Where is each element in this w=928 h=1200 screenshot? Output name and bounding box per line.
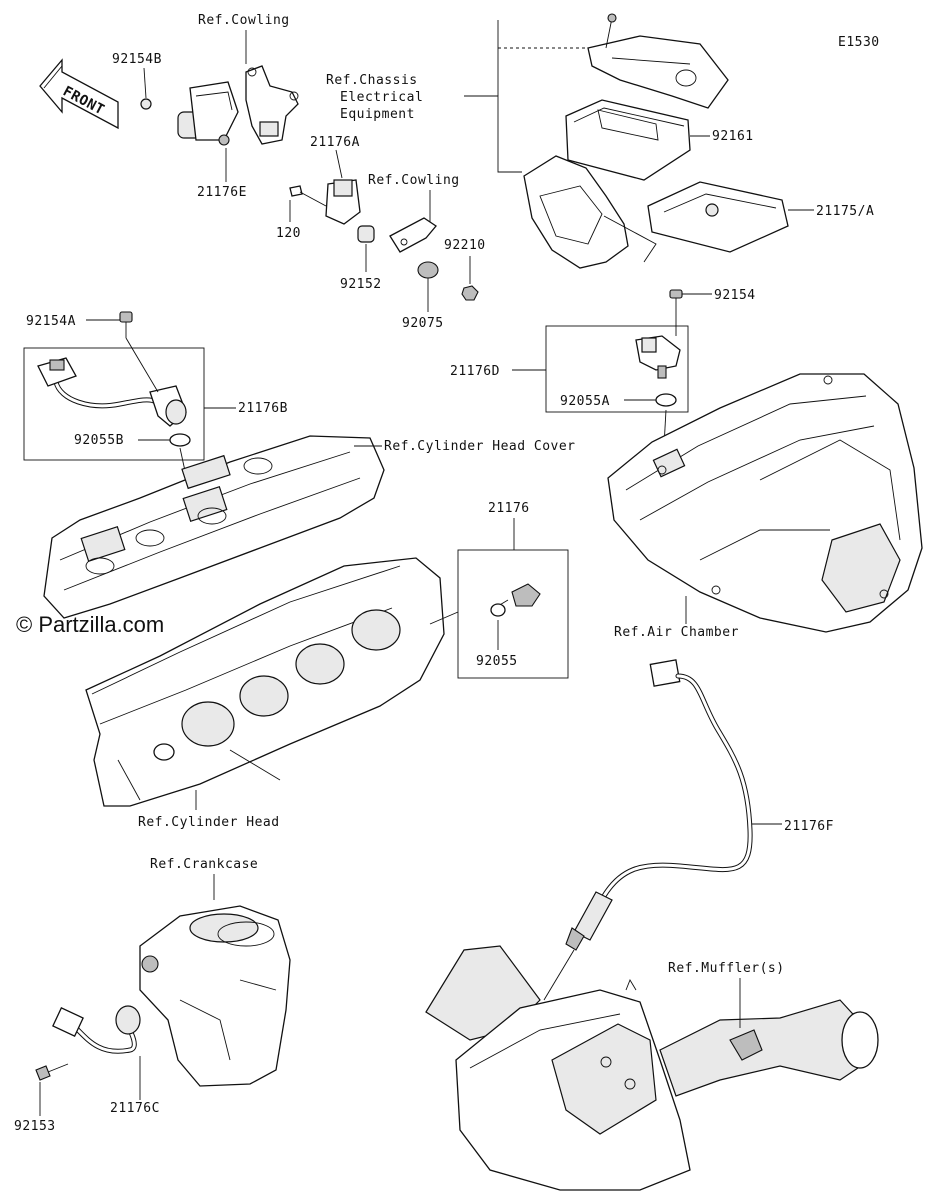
ecu-tray-21175a: [647, 181, 789, 253]
label-92055A: 92055A: [560, 394, 610, 409]
ref-cowling-top: Ref.Cowling: [198, 13, 290, 28]
group-box-21176: [457, 549, 569, 679]
label-92154A: 92154A: [26, 314, 76, 329]
label-92161: 92161: [712, 129, 754, 144]
ref-chassis-line3: Equipment: [340, 107, 415, 122]
muffler: [425, 945, 879, 1191]
cowling-bracket-mid: [389, 217, 437, 253]
ref-cowling-mid: Ref.Cowling: [368, 173, 460, 188]
sensor-21176b: [37, 357, 191, 447]
front-arrow-icon: FRONT: [39, 58, 119, 130]
sensor-21176: [490, 583, 541, 617]
cowling-bracket-top: [245, 65, 299, 145]
ref-chassis-line2: Electrical: [340, 90, 423, 105]
ref-cylinder-head-cover: Ref.Cylinder Head Cover: [384, 439, 576, 454]
ref-mufflers: Ref.Muffler(s): [668, 961, 785, 976]
cylinder-head: [85, 557, 445, 807]
grommet-92075: [417, 261, 439, 279]
ref-cylinder-head: Ref.Cylinder Head: [138, 815, 280, 830]
group-box-21176b: [23, 347, 205, 461]
label-21176A: 21176A: [310, 135, 360, 150]
cylinder-head-cover: [43, 435, 385, 619]
ref-air-chamber: Ref.Air Chamber: [614, 625, 739, 640]
ref-crankcase: Ref.Crankcase: [150, 857, 258, 872]
air-chamber: [607, 373, 923, 633]
label-92055: 92055: [476, 654, 518, 669]
ref-chassis-line1: Ref.Chassis: [326, 73, 418, 88]
label-21176B: 21176B: [238, 401, 288, 416]
group-box-21176d: [545, 325, 689, 413]
label-92154: 92154: [714, 288, 756, 303]
label-92075: 92075: [402, 316, 444, 331]
label-92153: 92153: [14, 1119, 56, 1134]
nut-92210: [461, 285, 479, 301]
diagram-code: E1530: [838, 35, 880, 50]
ecu-92161: [565, 99, 691, 181]
bolt-92154a: [119, 311, 133, 338]
sensor-21176f: [565, 659, 753, 951]
sensor-21176d: [635, 335, 681, 407]
bolt-92154: [669, 289, 683, 312]
label-92152: 92152: [340, 277, 382, 292]
label-120: 120: [276, 226, 301, 241]
label-21176: 21176: [488, 501, 530, 516]
crankcase: [139, 905, 291, 1087]
sensor-21176a: [289, 179, 361, 225]
label-21176D: 21176D: [450, 364, 500, 379]
label-92055B: 92055B: [74, 433, 124, 448]
knock-sensor-21176c: [52, 1005, 141, 1054]
chassis-bracket: [523, 13, 729, 269]
label-21176E: 21176E: [197, 185, 247, 200]
watermark: © Partzilla.com: [16, 612, 164, 637]
label-92154B: 92154B: [112, 52, 162, 67]
grommet-92152: [357, 225, 375, 243]
label-21175A: 21175/A: [816, 204, 874, 219]
label-21176F: 21176F: [784, 819, 834, 834]
label-21176C: 21176C: [110, 1101, 160, 1116]
label-92210: 92210: [444, 238, 486, 253]
sensor-21176e: [140, 81, 239, 146]
bolt-92153: [35, 1063, 69, 1081]
